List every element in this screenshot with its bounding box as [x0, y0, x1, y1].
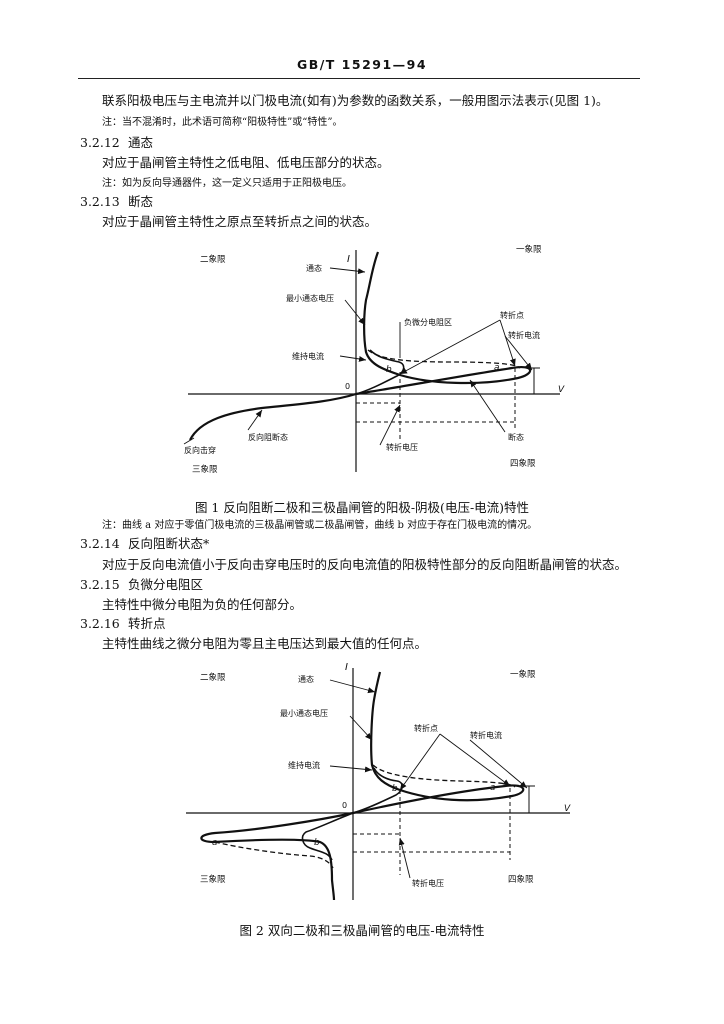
fig1-off-state-label: 断态: [508, 432, 524, 442]
fig1-main-characteristic-curve: [189, 251, 532, 441]
fig2-quadrant-1: 一象限: [510, 669, 536, 680]
fig1-curve-b-label: b: [386, 365, 392, 375]
section-3-2-13-title: 断态: [128, 194, 154, 209]
fig2-on-state-label: 通态: [298, 674, 314, 684]
fig1-quadrant-2: 二象限: [200, 254, 226, 265]
section-3-2-15-definition: 主特性中微分电阻为负的任何部分。: [102, 597, 303, 612]
fig1-curve-a-label: a: [494, 363, 500, 373]
section-3-2-12-definition: 对应于晶闸管主特性之低电阻、低电压部分的状态。: [102, 155, 390, 170]
section-3-2-14-title: 反向阻断状态*: [128, 536, 210, 551]
header-rule: [78, 78, 640, 79]
note-1: 注：当不混淆时，此术语可简称“阳极特性”或“特性”。: [102, 117, 343, 128]
section-3-2-15-number: 3.2.15: [80, 577, 120, 592]
note-2: 注：如为反向导通器件，这一定义只适用于正阳极电压。: [102, 178, 352, 189]
fig2-q1-curve: [352, 671, 525, 815]
figure-1-diagram: 二象限 一象限 三象限 四象限 I V 0 通态 最小通态电压 负微分电阻区 转…: [183, 244, 565, 475]
figure-2-caption: 图 2 双向二极和三极晶闸管的电压-电流特性: [239, 923, 485, 938]
fig1-leader-reverse-breakdown: [183, 437, 195, 445]
section-3-2-14-definition: 对应于反向电流值小于反向击穿电压时的反向电流值的阳极特性部分的反向阻断晶闸管的状…: [102, 557, 628, 572]
figure-2-diagram: 二象限 一象限 三象限 四象限 I V 0 通态 最小通态电压 转折点 转折电流…: [186, 662, 571, 901]
fig1-leader-breakover-b: [399, 319, 501, 375]
fig1-leader-breakover-current: [504, 335, 533, 371]
fig2-leader-holding: [329, 765, 373, 773]
fig1-origin-label: 0: [345, 382, 350, 391]
fig2-origin-label: 0: [342, 801, 347, 810]
fig1-reverse-blocking-label: 反向阻断态: [248, 432, 288, 442]
section-3-2-12-title: 通态: [128, 135, 154, 150]
fig2-q3-negative-dashed: [214, 841, 334, 869]
fig2-curve-b-pos-label: b: [392, 784, 398, 794]
fig2-leader-breakover-b: [399, 733, 441, 791]
fig2-axis-i-label: I: [345, 662, 348, 673]
section-3-2-12-number: 3.2.12: [80, 135, 120, 150]
fig1-quadrant-1: 一象限: [516, 244, 542, 255]
fig1-quadrant-3: 三象限: [192, 464, 218, 475]
fig2-leader-breakover-current: [469, 739, 528, 789]
section-3-2-15-title: 负微分电阻区: [128, 577, 204, 592]
fig1-leader-on-state: [329, 267, 366, 275]
fig2-quadrant-2: 二象限: [200, 672, 226, 683]
fig1-leader-breakover-voltage: [379, 404, 401, 446]
fig2-leader-min-on-voltage: [349, 715, 373, 741]
fig2-curve-b-neg-label: b: [314, 838, 320, 848]
section-3-2-13-number: 3.2.13: [80, 194, 120, 209]
fig2-breakover-point-label: 转折点: [414, 723, 438, 733]
fig1-reverse-breakdown-label: 反向击穿: [184, 445, 216, 455]
fig2-q3-curve-b: [301, 812, 354, 861]
fig2-holding-current-label: 维持电流: [288, 760, 320, 770]
fig1-leader-reverse-blocking: [247, 409, 263, 431]
fig2-breakover-current-label: 转折电流: [470, 730, 502, 740]
fig1-min-on-voltage-label: 最小通态电压: [286, 293, 334, 303]
fig1-neg-diff-resistance-label: 负微分电阻区: [404, 317, 452, 327]
fig1-leader-min-on-voltage: [344, 299, 366, 326]
section-3-2-14-number: 3.2.14: [80, 536, 120, 551]
fig1-breakover-point-label: 转折点: [500, 310, 524, 320]
fig2-q3-curve: [200, 811, 354, 901]
section-3-2-16-number: 3.2.16: [80, 616, 120, 631]
section-3-2-13-definition: 对应于晶闸管主特性之原点至转折点之间的状态。: [102, 214, 378, 229]
fig2-leader-breakover-a: [439, 733, 511, 787]
fig2-axis-v-label: V: [564, 804, 571, 814]
fig2-breakover-voltage-label: 转折电压: [412, 878, 444, 888]
fig2-quadrant-3: 三象限: [200, 874, 226, 885]
fig1-breakover-current-label: 转折电流: [508, 330, 540, 340]
fig1-axis-i-label: I: [347, 254, 350, 265]
figure-1-note: 注：曲线 a 对应于零值门极电流的三极晶闸管或二极晶闸管，曲线 b 对应于存在门…: [102, 520, 538, 531]
fig1-leader-holding: [339, 355, 367, 362]
fig2-min-on-voltage-label: 最小通态电压: [280, 708, 328, 718]
standard-code-header: GB/T 15291—94: [296, 57, 428, 72]
para-continue: 联系阳极电压与主电流并以门极电流(如有)为参数的函数关系，一般用图示法表示(见图…: [102, 93, 609, 108]
figure-1-caption: 图 1 反向阻断二极和三极晶闸管的阳极-阴极(电压-电流)特性: [194, 500, 530, 515]
fig1-axis-v-label: V: [558, 385, 565, 395]
fig1-leader-breakover-a: [499, 319, 516, 367]
fig1-leader-off-state: [469, 379, 506, 433]
fig1-breakover-voltage-label: 转折电压: [386, 442, 418, 452]
fig2-curve-a-neg-label: a: [212, 838, 218, 848]
fig2-leader-on-state: [329, 679, 376, 694]
fig2-curve-a-pos-label: a: [490, 783, 496, 793]
fig2-quadrant-4: 四象限: [508, 874, 534, 885]
fig1-on-state-label: 通态: [306, 263, 322, 273]
fig2-leader-breakover-voltage: [398, 837, 411, 879]
section-3-2-16-title: 转折点: [128, 616, 166, 631]
fig1-quadrant-4: 四象限: [510, 458, 536, 469]
fig1-holding-current-label: 维持电流: [292, 351, 324, 361]
section-3-2-16-definition: 主特性曲线之微分电阻为零且主电压达到最大值的任何点。: [102, 636, 428, 651]
